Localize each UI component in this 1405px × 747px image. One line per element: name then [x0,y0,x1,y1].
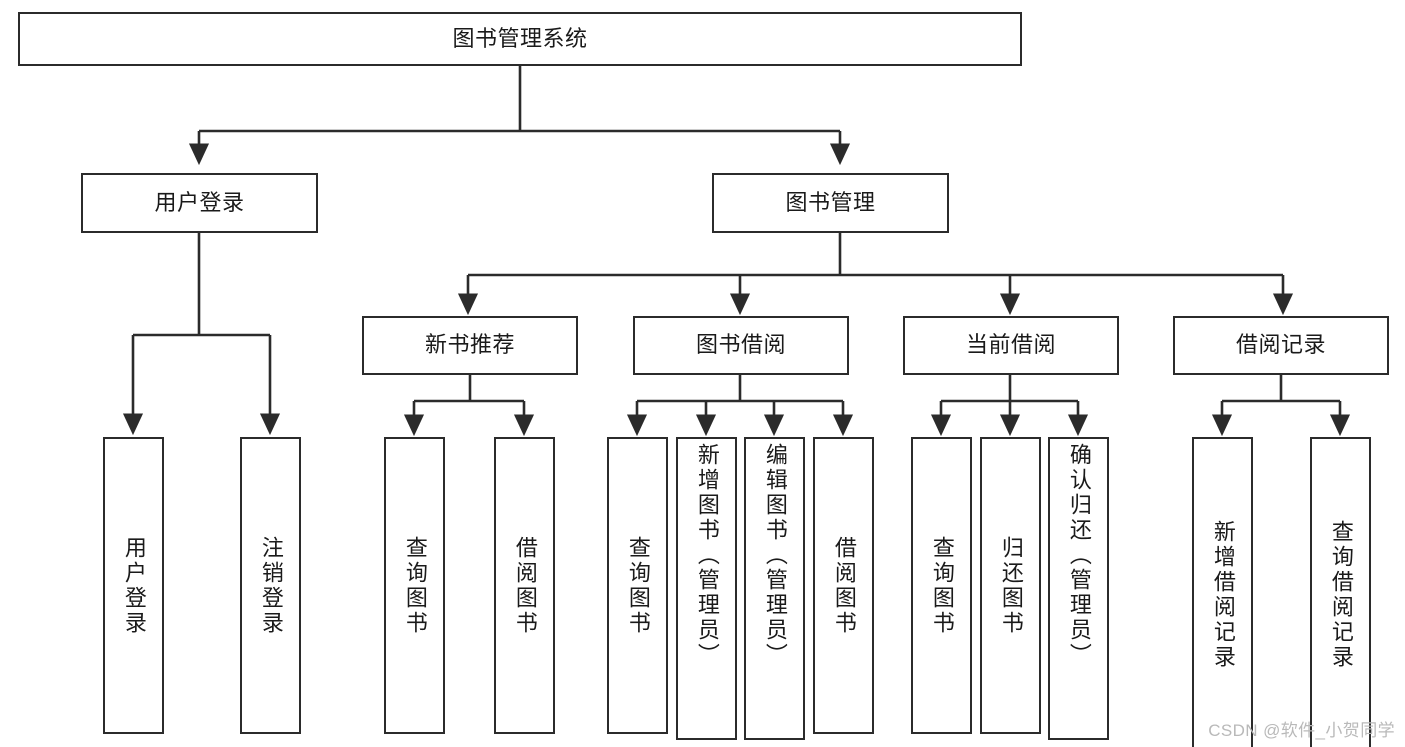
node-leaf-query-record[interactable]: 查询借阅记录 [1310,437,1371,747]
node-new-book-recommend-label: 新书推荐 [424,332,515,358]
node-leaf-query-book-2[interactable]: 查询图书 [607,437,668,734]
node-book-manage-label: 图书管理 [785,189,876,215]
node-leaf-return-book[interactable]: 归还图书 [980,437,1041,734]
node-current-borrow-label: 当前借阅 [965,332,1056,358]
node-leaf-query-book-1-label: 查询图书 [402,535,428,636]
node-leaf-borrow-book-2-label: 借阅图书 [831,535,857,636]
node-leaf-confirm-return-label: 确认归还（管理员） [1066,443,1092,668]
node-borrow-record[interactable]: 借阅记录 [1173,316,1389,375]
node-leaf-query-record-label: 查询借阅记录 [1328,519,1354,670]
node-leaf-edit-book[interactable]: 编辑图书（管理员） [744,437,805,740]
node-root-label: 图书管理系统 [452,25,588,51]
node-root[interactable]: 图书管理系统 [18,12,1022,66]
node-leaf-confirm-return[interactable]: 确认归还（管理员） [1048,437,1109,740]
node-leaf-user-login[interactable]: 用户登录 [103,437,164,734]
node-new-book-recommend[interactable]: 新书推荐 [362,316,578,375]
node-leaf-add-book[interactable]: 新增图书（管理员） [676,437,737,740]
node-leaf-query-book-2-label: 查询图书 [625,535,651,636]
node-borrow-record-label: 借阅记录 [1235,332,1326,358]
node-leaf-edit-book-label: 编辑图书（管理员） [762,443,788,668]
node-leaf-logout-login-label: 注销登录 [258,535,284,636]
node-leaf-logout-login[interactable]: 注销登录 [240,437,301,734]
node-user-login-label: 用户登录 [154,189,245,215]
node-book-manage[interactable]: 图书管理 [712,173,949,233]
node-leaf-borrow-book-1[interactable]: 借阅图书 [494,437,555,734]
node-leaf-return-book-label: 归还图书 [998,535,1024,636]
node-book-borrow-label: 图书借阅 [695,332,786,358]
node-leaf-borrow-book-1-label: 借阅图书 [512,535,538,636]
node-book-borrow[interactable]: 图书借阅 [633,316,849,375]
node-user-login[interactable]: 用户登录 [81,173,318,233]
node-leaf-query-book-1[interactable]: 查询图书 [384,437,445,734]
node-leaf-user-login-label: 用户登录 [121,535,147,636]
node-leaf-query-book-3[interactable]: 查询图书 [911,437,972,734]
node-leaf-borrow-book-2[interactable]: 借阅图书 [813,437,874,734]
node-leaf-add-book-label: 新增图书（管理员） [694,443,720,668]
node-leaf-query-book-3-label: 查询图书 [929,535,955,636]
node-leaf-add-record-label: 新增借阅记录 [1210,519,1236,670]
node-current-borrow[interactable]: 当前借阅 [903,316,1119,375]
node-leaf-add-record[interactable]: 新增借阅记录 [1192,437,1253,747]
